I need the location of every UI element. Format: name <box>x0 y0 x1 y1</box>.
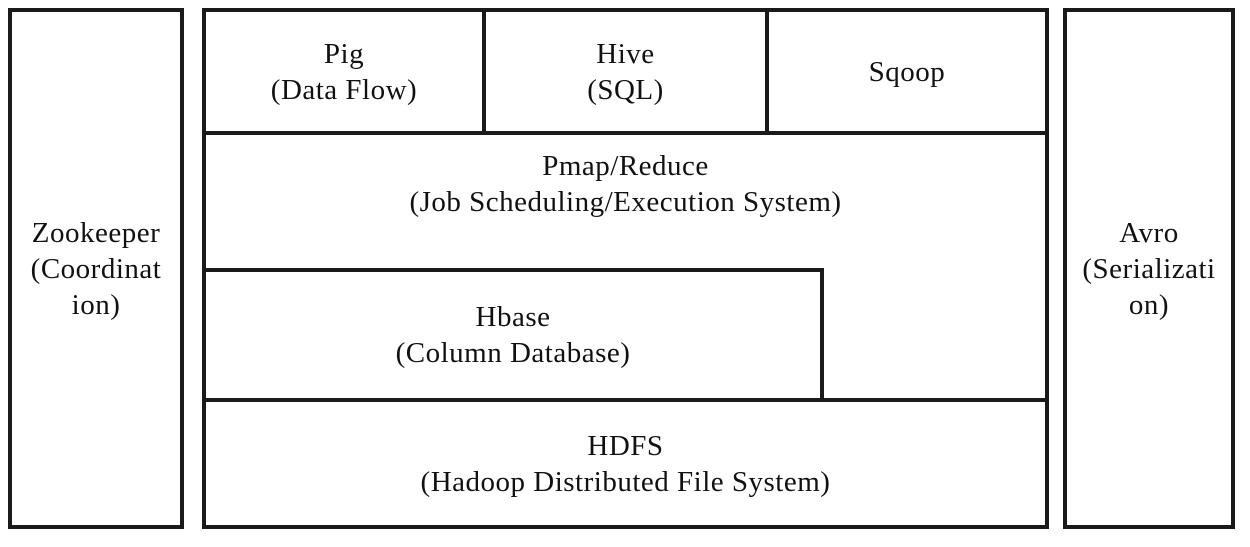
hdfs-label-line-1: HDFS <box>587 429 664 462</box>
zookeeper-label-line-3: ion) <box>71 288 121 321</box>
zookeeper-label: Zookeeper (Coordinat ion) <box>31 215 162 323</box>
pig-label-line-2: (Data Flow) <box>270 73 418 106</box>
hive-label-line-1: Hive <box>596 37 655 70</box>
hdfs-label-line-2: (Hadoop Distributed File System) <box>420 465 831 498</box>
zookeeper-box: Zookeeper (Coordinat ion) <box>8 8 184 529</box>
mapreduce-label-line-1: Pmap/Reduce <box>542 150 709 182</box>
sqoop-label: Sqoop <box>869 54 946 90</box>
hdfs-box: HDFS (Hadoop Distributed File System) <box>202 398 1049 529</box>
mapreduce-label-line-2: (Job Scheduling/Execution System) <box>409 186 842 218</box>
zookeeper-label-line-1: Zookeeper <box>31 216 161 249</box>
pig-label-line-1: Pig <box>323 37 365 70</box>
sqoop-box: Sqoop <box>765 8 1049 135</box>
hive-label-line-2: (SQL) <box>587 73 664 106</box>
hbase-label-line-2: (Column Database) <box>395 337 631 369</box>
avro-label-line-2: (Serializati <box>1082 252 1216 285</box>
avro-label-line-3: on) <box>1128 288 1170 321</box>
hive-label: Hive (SQL) <box>587 36 664 108</box>
pig-label: Pig (Data Flow) <box>271 36 417 108</box>
pig-box: Pig (Data Flow) <box>202 8 486 135</box>
hbase-label-line-1: Hbase <box>475 301 551 333</box>
zookeeper-label-line-2: (Coordinat <box>30 252 162 285</box>
hbase-box: Hbase (Column Database) <box>202 268 824 402</box>
hive-box: Hive (SQL) <box>482 8 769 135</box>
avro-label-line-1: Avro <box>1119 216 1179 249</box>
sqoop-label-line-1: Sqoop <box>868 55 946 88</box>
hbase-label: Hbase (Column Database) <box>396 299 631 371</box>
mapreduce-label: Pmap/Reduce (Job Scheduling/Execution Sy… <box>202 148 1049 220</box>
avro-label: Avro (Serializati on) <box>1082 215 1215 323</box>
hdfs-label: HDFS (Hadoop Distributed File System) <box>421 428 831 500</box>
avro-box: Avro (Serializati on) <box>1063 8 1235 529</box>
